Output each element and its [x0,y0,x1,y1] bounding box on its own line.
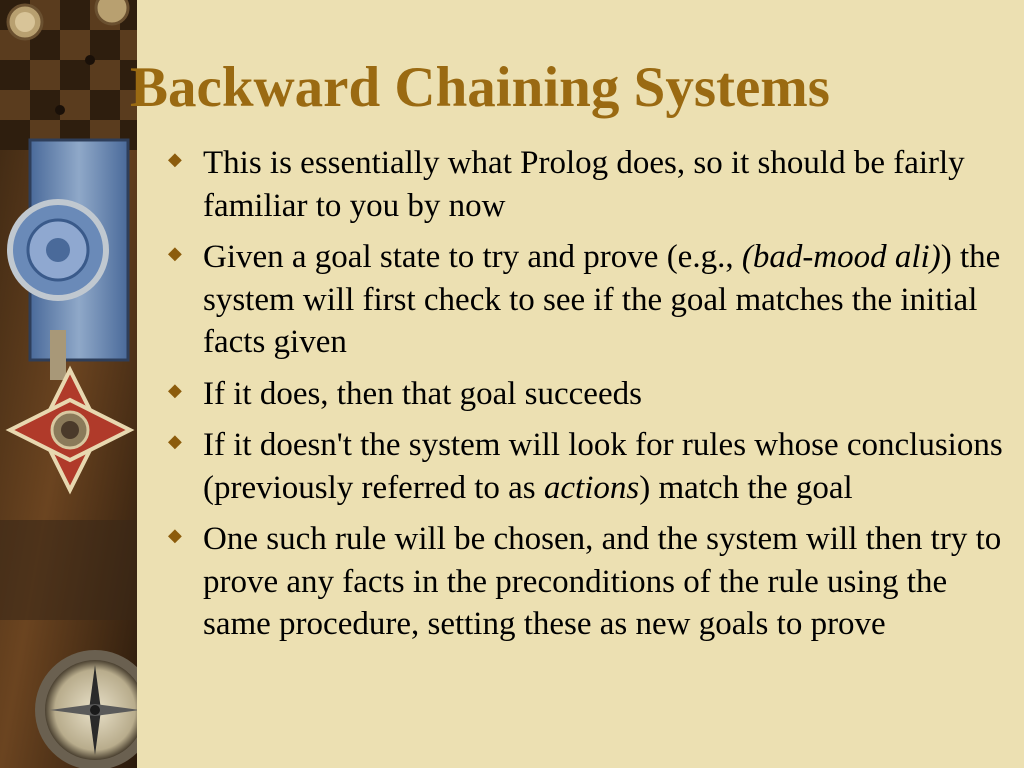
slide-title: Backward Chaining Systems [130,56,830,119]
bullet-text: One such rule will be chosen, and the sy… [203,521,1002,642]
bullet-text-part: Given a goal state to try and prove (e.g… [203,239,742,275]
diamond-bullet-icon: ◆ [168,243,182,263]
bullet-text: If it does, then that goal succeeds [203,375,642,412]
diamond-bullet-icon: ◆ [168,379,182,400]
diamond-bullet-icon: ◆ [168,431,182,451]
diamond-bullet-icon: ◆ [168,525,182,545]
bullet-item: ◆ This is essentially what Prolog does, … [168,142,1008,227]
bullet-list: ◆ This is essentially what Prolog does, … [168,142,1008,655]
bullet-item: ◆ One such rule will be chosen, and the … [168,518,1008,646]
bullet-text: Given a goal state to try and prove (e.g… [203,239,1000,360]
bullet-italic-term: actions [543,469,640,506]
bullet-item: ◆ If it does, then that goal succeeds [168,373,1008,416]
bullet-item: ◆ Given a goal state to try and prove (e… [168,236,1008,364]
bullet-italic-example: (bad-mood ali) [741,239,941,275]
bullet-item: ◆ If it doesn't the system will look for… [168,424,1008,509]
bullet-text-part: ) the system will first check to see if … [203,239,1001,360]
diamond-bullet-icon: ◆ [168,149,182,169]
bullet-text-part: If it doesn't the system will look for r… [203,427,1003,506]
bullet-text-part: ) match the goal [639,469,853,506]
medal-and-compass-image [0,0,137,768]
bullet-text: This is essentially what Prolog does, so… [203,145,965,224]
bullet-text: If it doesn't the system will look for r… [203,427,1003,506]
